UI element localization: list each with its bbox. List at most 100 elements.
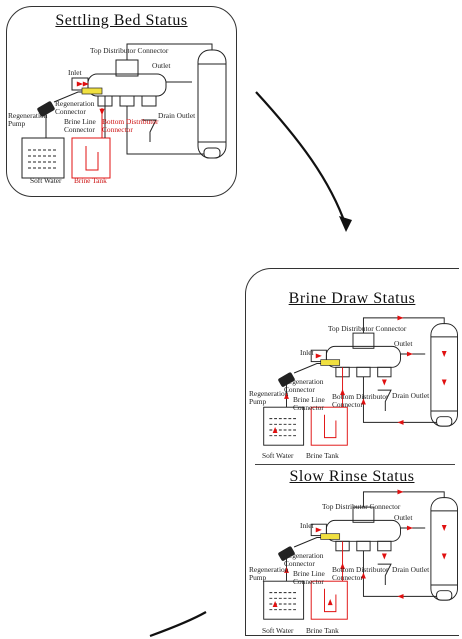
tank-down-arrow (441, 524, 447, 532)
settling-brine-line-label: Brine Line Connector (64, 117, 96, 134)
bottom-flow-arrow (397, 419, 404, 425)
top-pipe (362, 317, 445, 334)
soft-water-tank (263, 406, 305, 446)
injector (320, 533, 341, 540)
slowrinse-regen-connector-label: Regeneration Connector (284, 551, 324, 568)
transition-arrow-2 (149, 611, 207, 638)
slowrinse-inlet-label: Inlet (300, 521, 314, 530)
pump-discharge-line (293, 537, 321, 548)
brinedraw-regen-connector-label: Regeneration Connector (284, 377, 324, 394)
injector (81, 87, 103, 95)
brinedraw-brine-tank-label: Brine Tank (306, 451, 339, 460)
settling-regen-pump-label: Regeneration Pump (8, 111, 48, 128)
drain-port (141, 95, 157, 107)
slowrinse-brine-tank-label: Brine Tank (306, 626, 339, 635)
bottom-distributor-port (119, 95, 135, 107)
slowrinse-diagram (263, 489, 458, 620)
slowrinse-top-distributor-label: Top Distributor Connector (322, 502, 401, 511)
brinedraw-regen-pump-label: Regeneration Pump (249, 389, 289, 406)
brinedraw-drain-outlet-label: Drain Outlet (392, 391, 430, 400)
drain-arrow (381, 379, 387, 386)
brine-float (324, 588, 337, 613)
bottom-distributor-port (356, 540, 371, 552)
brine-float (324, 414, 337, 439)
pump-discharge-line (293, 363, 321, 374)
brine-tank (310, 580, 348, 620)
soft-water-arrow (272, 600, 278, 608)
regeneration-pump (278, 372, 295, 387)
settling-bed-title: Settling Bed Status (55, 12, 188, 29)
brinedraw-top-distributor-label: Top Distributor Connector (328, 324, 407, 333)
top-distributor-connector (352, 506, 375, 523)
settling-outlet-label: Outlet (152, 61, 171, 70)
riser-up-arrow (361, 572, 366, 579)
bottom-distributor (203, 147, 221, 159)
soft-water-tank (263, 580, 305, 620)
bottom-distributor (436, 590, 453, 601)
brine-up-arrow (340, 562, 345, 570)
inlet-port (310, 349, 327, 363)
bottom-pipe (126, 106, 204, 155)
riser-up-arrow (361, 398, 366, 405)
top-pipe (362, 491, 445, 508)
settling-drain-outlet-label: Drain Outlet (158, 111, 196, 120)
slowrinse-drain-outlet-label: Drain Outlet (392, 565, 430, 574)
drain-port (377, 366, 392, 378)
pump-discharge-line (53, 91, 82, 103)
slowrinse-brine-line-label: Brine Line Connector (293, 569, 325, 586)
brinedraw-brine-line-label: Brine Line Connector (293, 395, 325, 412)
brinedraw-outlet-label: Outlet (394, 339, 413, 348)
brine-draw-title: Brine Draw Status (288, 290, 416, 307)
transition-arrowhead-1 (339, 216, 352, 232)
settling-soft-water-label: Soft Water (30, 176, 62, 185)
top-flow-arrow (397, 315, 404, 321)
settling-diagram (21, 43, 227, 179)
slowrinse-regen-pump-label: Regeneration Pump (249, 565, 289, 582)
slow-rinse-title: Slow Rinse Status (289, 468, 415, 485)
brine-flow-arrow (327, 599, 333, 606)
bottom-distributor-port (356, 366, 371, 378)
top-distributor-connector (352, 332, 375, 349)
slowrinse-soft-water-label: Soft Water (262, 626, 294, 635)
brine-up-arrow (340, 388, 345, 396)
drain-funnel (377, 563, 392, 586)
settling-bottom-distributor-label: Bottom Distributor Connector (102, 117, 159, 134)
brine-tank (71, 137, 111, 179)
brine-float (85, 146, 99, 171)
pump-arrow (284, 566, 289, 573)
brinedraw-inlet-label: Inlet (300, 348, 314, 357)
soft-water-arrow (272, 426, 278, 434)
drain-arrow (381, 553, 387, 560)
slowrinse-bottom-distributor-label: Bottom Distributor Connector (332, 565, 389, 582)
inlet-arrow (315, 527, 322, 533)
inlet-port (310, 523, 327, 537)
inlet-arrow (76, 81, 84, 87)
drain-funnel (142, 119, 157, 142)
section-divider (255, 464, 455, 465)
slowrinse-outlet-label: Outlet (394, 513, 413, 522)
settling-inlet-label: Inlet (68, 68, 82, 77)
settling-top-distributor-label: Top Distributor Connector (90, 46, 169, 55)
inlet-arrow (315, 353, 322, 359)
tank-down-arrow (441, 379, 447, 386)
outlet-arrow (406, 351, 414, 357)
drain-funnel (377, 389, 392, 412)
injector (320, 359, 341, 366)
bottom-distributor (436, 416, 453, 427)
brinedraw-bottom-distributor-label: Bottom Distributor Connector (332, 392, 389, 409)
tank-down-arrow (441, 553, 447, 560)
brinedraw-soft-water-label: Soft Water (262, 451, 294, 460)
brine-draw-and-slow-rinse-panel (245, 268, 459, 636)
bottom-flow-arrow (397, 593, 404, 599)
pump-arrow (284, 392, 289, 399)
outlet-arrow (406, 525, 414, 531)
top-pipe (126, 43, 213, 60)
inlet-arrow (82, 81, 90, 87)
tank-down-arrow (441, 350, 447, 358)
top-flow-arrow (397, 489, 404, 495)
brine-tank (310, 406, 348, 446)
settling-brine-tank-label: Brine Tank (74, 176, 107, 185)
transition-arrow-1 (255, 91, 348, 227)
drain-port (377, 540, 392, 552)
